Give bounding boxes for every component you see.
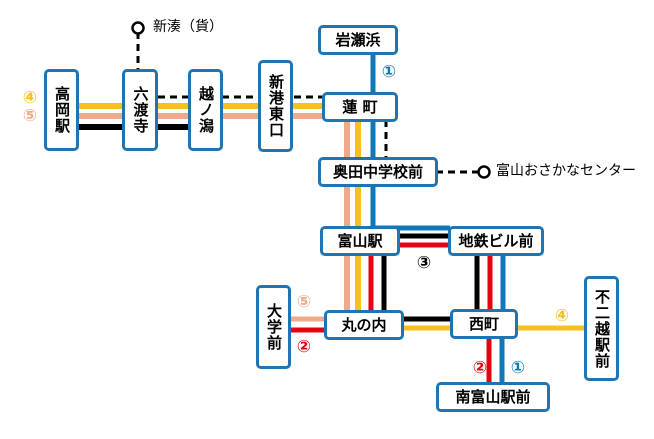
route-mark-1-top: ① xyxy=(381,62,397,82)
station-hasumachi: 蓮 町 xyxy=(322,92,398,122)
station-okuda-chugakko-mae: 奥田中学校前 xyxy=(318,157,438,187)
station-takaoka: 高岡駅 xyxy=(44,69,79,151)
route-mark-2-left: ② xyxy=(296,337,312,357)
route-mark-5-daigaku: ⑤ xyxy=(296,292,312,312)
station-chitetsu-biru-mae: 地鉄ビル前 xyxy=(448,226,544,256)
station-rokudoji: 六渡寺 xyxy=(122,69,158,151)
station-daigaku-mae: 大学前 xyxy=(256,285,291,369)
station-koshinokata: 越ノ潟 xyxy=(188,69,223,151)
route-mark-2-bottom: ② xyxy=(472,358,488,378)
station-fujikoshi-eki-mae: 不二越駅前 xyxy=(584,276,619,381)
route-mark-4-right: ④ xyxy=(554,306,570,326)
route-mark-5-left: ⑤ xyxy=(22,106,38,126)
shinminato-freight-terminal xyxy=(131,21,145,35)
station-nishicho: 西町 xyxy=(450,309,518,339)
route-mark-4-left: ④ xyxy=(22,88,38,108)
station-toyama: 富山駅 xyxy=(320,226,400,256)
station-shinko-higashiguchi: 新港東口 xyxy=(258,60,293,152)
label-fish-center: 富山おさかなセンター xyxy=(496,163,636,179)
station-minami-toyama-eki-mae: 南富山駅前 xyxy=(436,382,550,412)
fish-center-terminal xyxy=(477,165,491,179)
label-shinminato-freight: 新湊（貨） xyxy=(153,19,223,35)
station-marunouchi: 丸の内 xyxy=(324,310,404,340)
route-mark-1-bottom: ① xyxy=(510,358,526,378)
route-mark-3: ③ xyxy=(416,253,432,273)
station-iwasehama: 岩瀬浜 xyxy=(318,25,398,55)
